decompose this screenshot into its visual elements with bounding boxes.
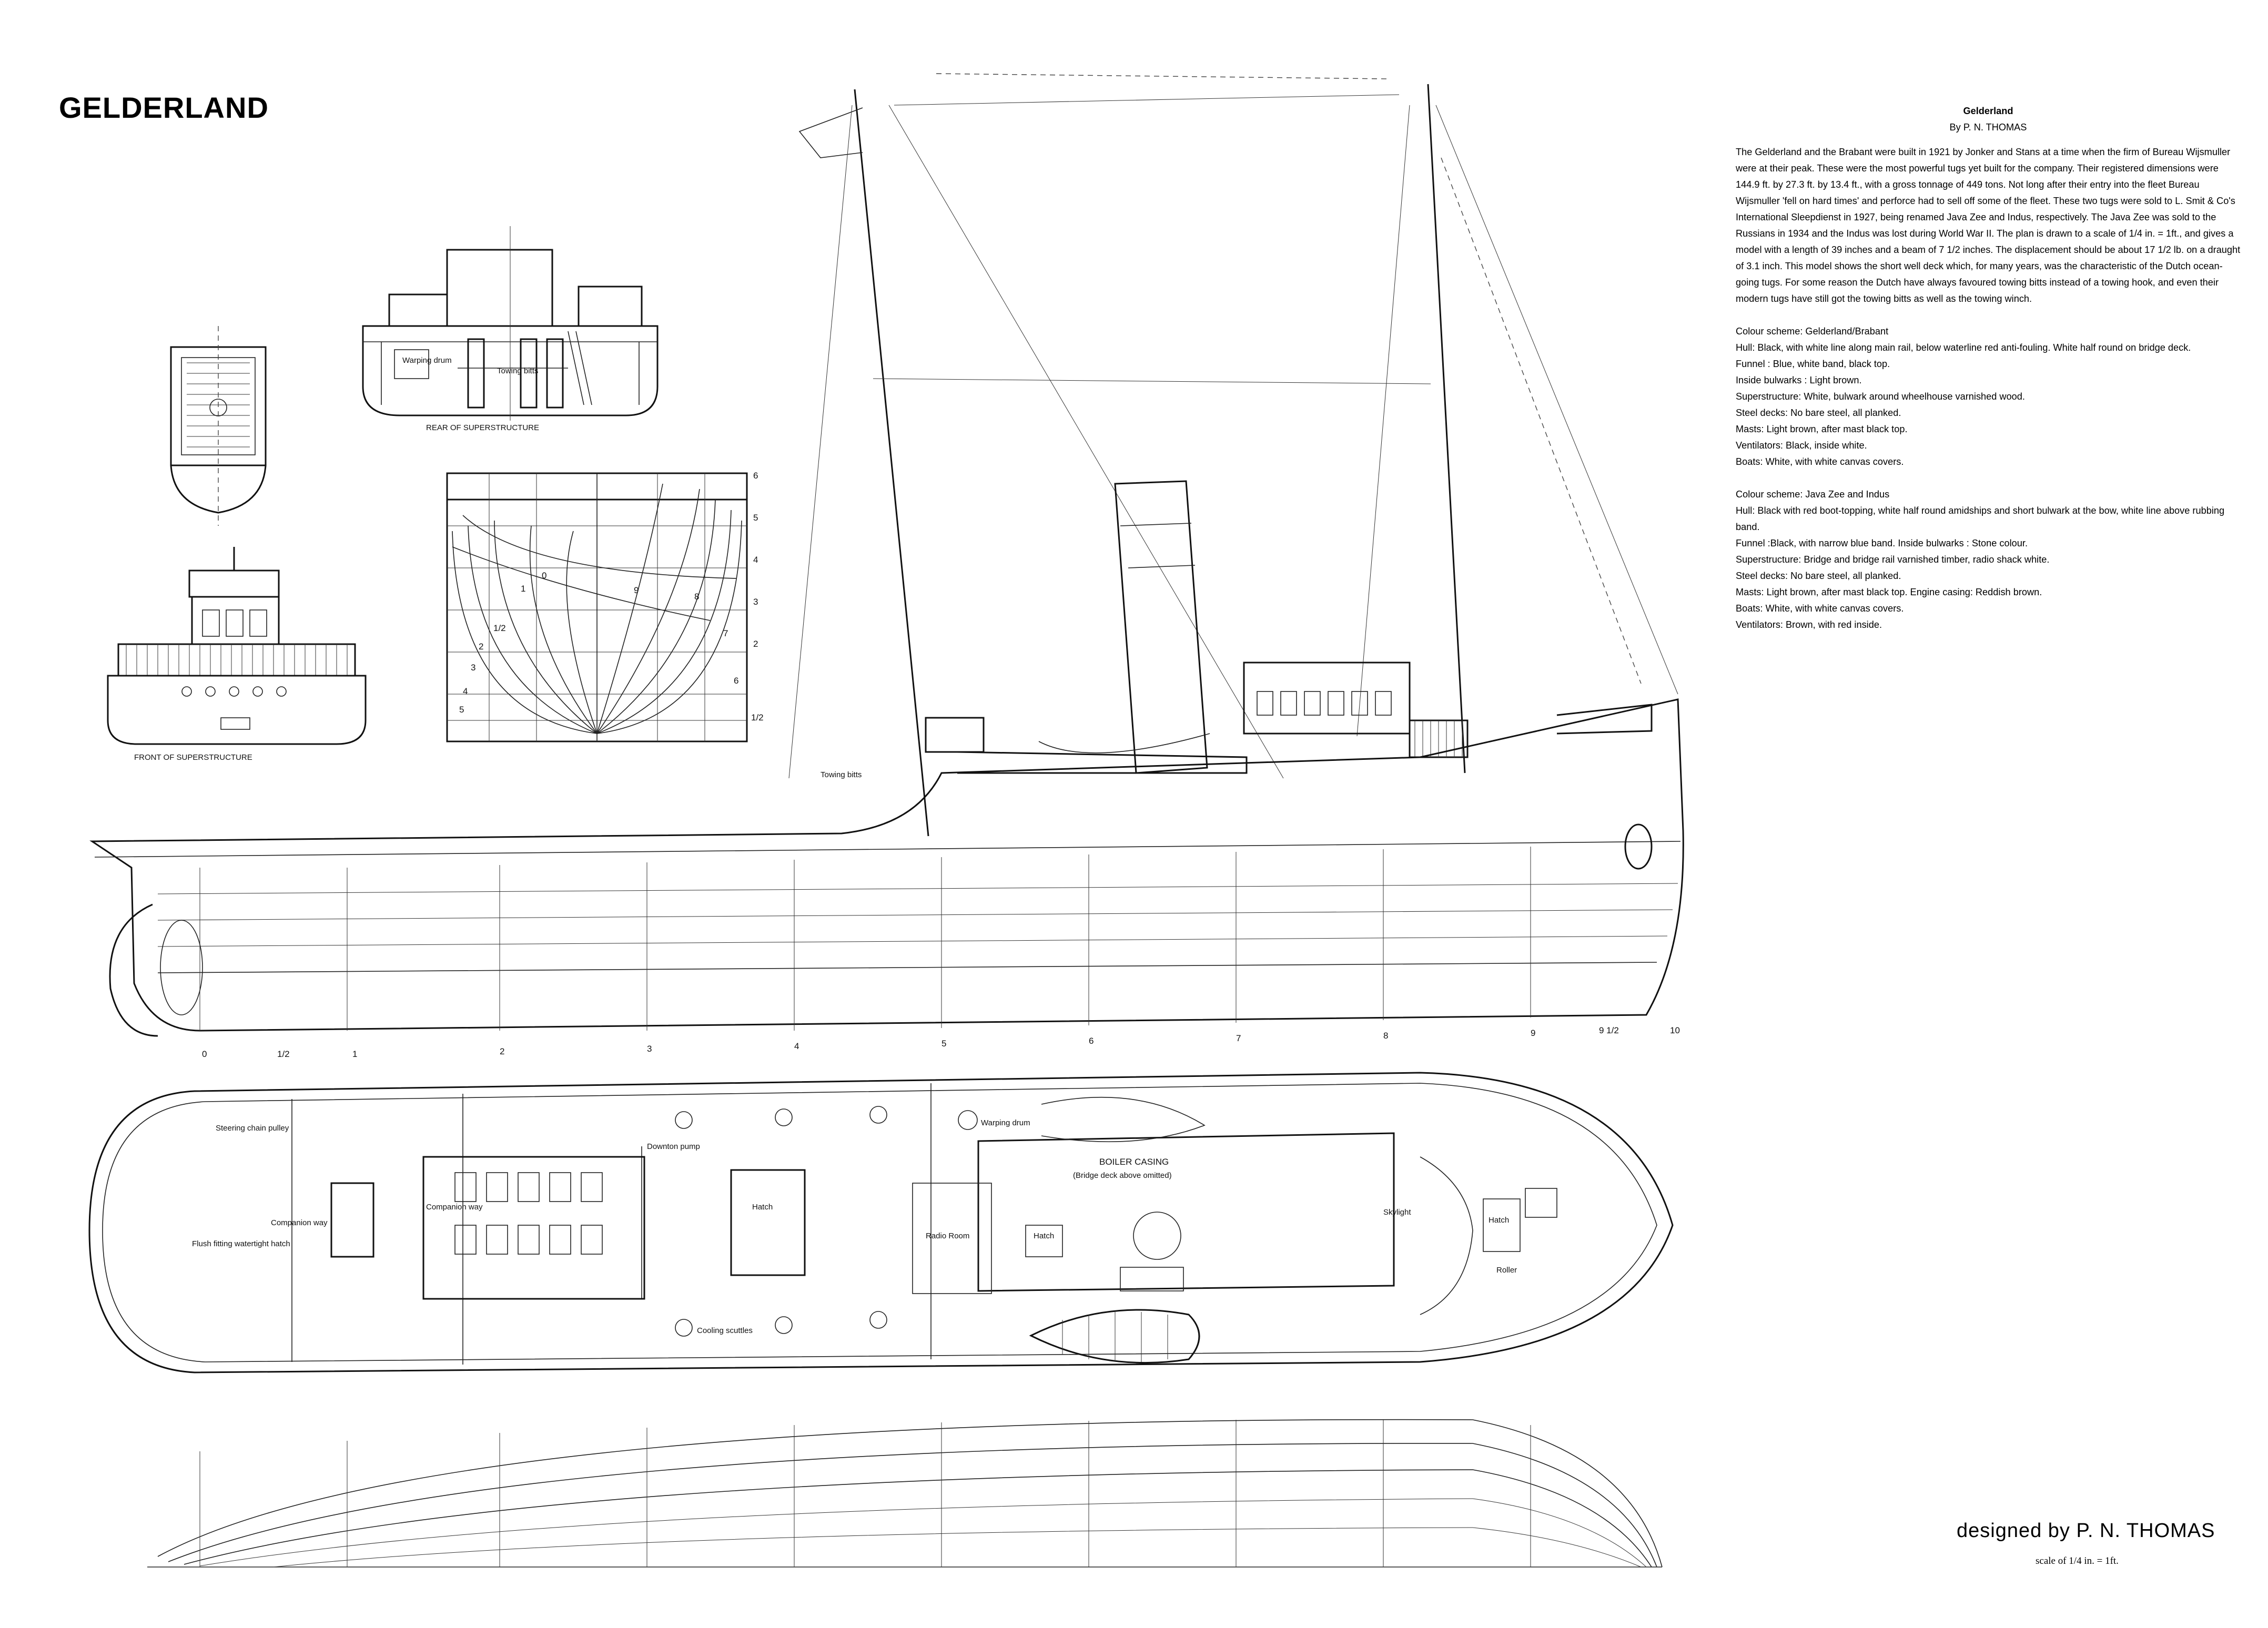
- scheme1-line: Hull: Black, with white line along main …: [1736, 342, 2191, 353]
- deck-label-hatch: Hatch: [752, 1203, 773, 1212]
- body-plan-label: 3: [471, 663, 475, 673]
- body-plan-label: 7: [723, 628, 728, 638]
- station-number: 6: [1089, 1036, 1094, 1046]
- station-number: 4: [794, 1041, 799, 1051]
- body-plan-label: 4: [463, 686, 468, 696]
- body-plan-label: 2: [753, 639, 758, 649]
- body-plan-label: 9: [634, 585, 639, 595]
- designer-credit: designed by P. N. THOMAS: [1957, 1520, 2215, 1542]
- deck-label-boiler-casing: BOILER CASING: [1099, 1157, 1169, 1167]
- body-plan-label: 1/2: [751, 713, 764, 723]
- scheme2-line: Boats: White, with white canvas covers.: [1736, 603, 1904, 614]
- body-plan-label: 5: [459, 705, 464, 715]
- rear-towing-bitts-label: Towing bitts: [497, 367, 538, 375]
- station-number: 5: [941, 1039, 946, 1049]
- scheme2-line: Ventilators: Brown, with red inside.: [1736, 619, 1882, 630]
- deck-label-companion-aft: Companion way: [271, 1218, 328, 1227]
- body-plan-label: 4: [753, 555, 758, 565]
- body-plan-label: 6: [734, 676, 738, 686]
- scheme1-line: Boats: White, with white canvas covers.: [1736, 456, 1904, 467]
- scheme2-line: Masts: Light brown, after mast black top…: [1736, 587, 2042, 597]
- waterline-view: [147, 1419, 1663, 1568]
- scale-note: scale of 1/4 in. = 1ft.: [2036, 1555, 2119, 1566]
- hatch-plan-view: [170, 326, 267, 526]
- scheme1-line: Superstructure: White, bulwark around wh…: [1736, 391, 2025, 402]
- body-plan-label: 1/2: [493, 623, 506, 633]
- station-number: 1: [352, 1049, 357, 1059]
- scheme1-line: Ventilators: Black, inside white.: [1736, 440, 1867, 451]
- scheme2-line: Superstructure: Bridge and bridge rail v…: [1736, 554, 2050, 565]
- scheme2-line: Hull: Black with red boot-topping, white…: [1736, 505, 2225, 532]
- deck-label-cooling-scuttles: Cooling scuttles: [697, 1326, 753, 1335]
- deck-label-hatch-boiler: Hatch: [1034, 1232, 1054, 1240]
- deck-label-roller: Roller: [1496, 1266, 1517, 1275]
- description-notes: Gelderland By P. N. THOMAS The Gelderlan…: [1736, 103, 2241, 633]
- deck-plan-view: Steering chain pulley Flush fitting wate…: [88, 1072, 1674, 1373]
- scheme2-line: Funnel :Black, with narrow blue band. In…: [1736, 538, 2028, 548]
- deck-label-radio-room: Radio Room: [926, 1232, 969, 1240]
- scheme1-line: Inside bulwarks : Light brown.: [1736, 375, 1862, 385]
- deck-label-skylight: Skylight: [1383, 1208, 1411, 1217]
- body-plan-label: 2: [479, 642, 483, 652]
- deck-label-downton-pump: Downton pump: [647, 1142, 700, 1151]
- body-plan-label: 1: [521, 584, 525, 594]
- station-number: 0: [202, 1049, 207, 1059]
- scheme2-line: Steel decks: No bare steel, all planked.: [1736, 571, 1901, 581]
- deck-label-steering: Steering chain pulley: [216, 1124, 289, 1133]
- body-plan-label: 0: [542, 571, 546, 581]
- station-number: 8: [1383, 1031, 1388, 1041]
- deck-label-boiler-note: (Bridge deck above omitted): [1073, 1171, 1172, 1180]
- page-title: GELDERLAND: [59, 91, 269, 124]
- front-superstructure-view: FRONT OF SUPERSTRUCTURE: [107, 547, 367, 762]
- scheme1-line: Colour scheme: Gelderland/Brabant: [1736, 326, 1889, 337]
- body-plan-label: 6: [753, 471, 758, 481]
- deck-label-warping-drum: Warping drum: [981, 1118, 1030, 1127]
- station-number: 9: [1531, 1028, 1535, 1038]
- notes-heading: Gelderland: [1963, 106, 2013, 116]
- scheme1-line: Steel decks: No bare steel, all planked.: [1736, 408, 1901, 418]
- deck-label-hatch-fwd: Hatch: [1489, 1216, 1509, 1225]
- station-number: 10: [1670, 1025, 1680, 1035]
- body-plan-label: 5: [753, 513, 758, 523]
- station-number: 1/2: [277, 1049, 290, 1059]
- body-plan-label: 3: [753, 597, 758, 607]
- rear-warping-drum-label: Warping drum: [402, 356, 452, 365]
- station-number: 2: [500, 1046, 504, 1056]
- body-plan-label: 8: [694, 592, 699, 602]
- front-superstructure-caption: FRONT OF SUPERSTRUCTURE: [134, 753, 252, 762]
- scheme2-line: Colour scheme: Java Zee and Indus: [1736, 489, 1890, 500]
- scheme1-line: Funnel : Blue, white band, black top.: [1736, 359, 1890, 369]
- scheme1-line: Masts: Light brown, after mast black top…: [1736, 424, 1908, 434]
- notes-byline: By P. N. THOMAS: [1949, 122, 2027, 133]
- body-plan-view: 6 5 4 3 2 1/2 0 1 1/2 2 3 4 5 6 7 8 9: [446, 471, 764, 742]
- station-number: 7: [1236, 1033, 1241, 1043]
- profile-view: Towing bitts 0 1/2 1 2 3 4 5 6 7 8 9 9 1…: [89, 73, 1684, 1059]
- station-number: 9 1/2: [1599, 1025, 1619, 1035]
- deck-label-flush-hatch: Flush fitting watertight hatch: [192, 1239, 290, 1248]
- rear-superstructure-caption: REAR OF SUPERSTRUCTURE: [426, 423, 539, 432]
- notes-intro: The Gelderland and the Brabant were buil…: [1736, 147, 2241, 304]
- rear-superstructure-view: Warping drum Towing bitts REAR OF SUPERS…: [362, 226, 659, 432]
- station-number: 3: [647, 1044, 652, 1054]
- deck-label-companion-fwd: Companion way: [426, 1203, 483, 1212]
- profile-towing-bitts-label: Towing bitts: [821, 770, 862, 779]
